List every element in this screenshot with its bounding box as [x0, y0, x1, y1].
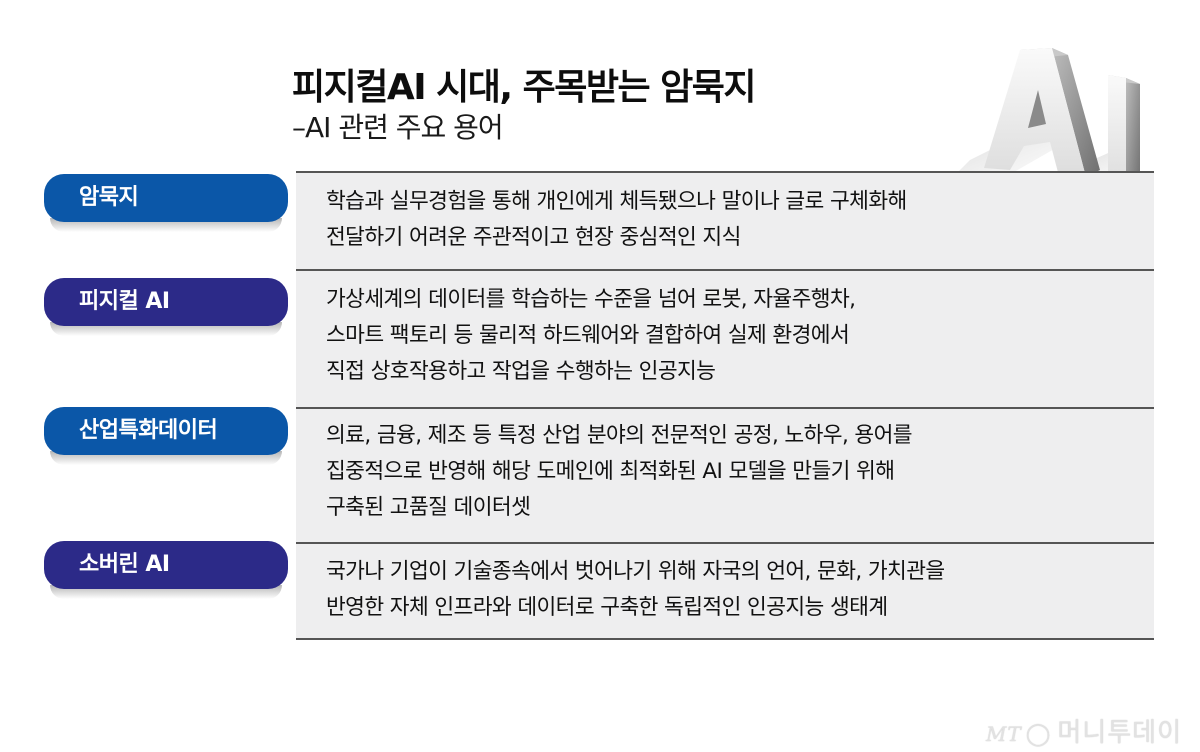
definition-line: 전달하기 어려운 주관적이고 현장 중심적인 지식 [326, 225, 741, 250]
row-divider [296, 542, 1154, 544]
term-label-pill: 소버린 AI [44, 541, 288, 589]
page-title: 피지컬AI 시대, 주목받는 암묵지 [292, 67, 756, 108]
row-divider [296, 407, 1154, 409]
watermark-mt: MT [985, 722, 1022, 746]
definition-line: 반영한 자체 인프라와 데이터로 구축한 독립적인 인공지능 생태계 [326, 595, 888, 620]
term-label-pill: 피지컬 AI [44, 278, 288, 326]
term-row-tacit-knowledge: 암묵지 [44, 174, 288, 234]
term-label-pill: 산업특화데이터 [44, 407, 288, 455]
definition-line: 구축된 고품질 데이터셋 [326, 495, 531, 520]
watermark-name: 머니투데이 [1057, 718, 1182, 748]
term-row-sovereign-ai: 소버린 AI [44, 541, 288, 601]
definition-line: 국가나 기업이 기술종속에서 벗어나기 위해 자국의 언어, 문화, 가치관을 [326, 559, 945, 584]
watermark-circle-icon: ◯ [1025, 722, 1052, 747]
ai-3d-logo-icon [950, 48, 1140, 180]
definition-line: 가상세계의 데이터를 학습하는 수준을 넘어 로봇, 자율주행차, [326, 287, 856, 312]
watermark-logo: MT◯머니투데이 [986, 712, 1182, 749]
term-definition: 의료, 금융, 제조 등 특정 산업 분야의 전문적인 공정, 노하우, 용어를… [326, 418, 913, 526]
page-subtitle: –AI 관련 주요 용어 [292, 111, 504, 144]
row-divider [296, 638, 1154, 640]
definition-line: 집중적으로 반영해 해당 도메인에 최적화된 AI 모델을 만들기 위해 [326, 459, 895, 484]
definitions-panel [296, 172, 1154, 639]
definition-line: 직접 상호작용하고 작업을 수행하는 인공지능 [326, 359, 716, 384]
term-label-pill: 암묵지 [44, 174, 288, 222]
definition-line: 의료, 금융, 제조 등 특정 산업 분야의 전문적인 공정, 노하우, 용어를 [326, 423, 913, 448]
definition-line: 스마트 팩토리 등 물리적 하드웨어와 결합하여 실제 환경에서 [326, 323, 850, 348]
term-row-physical-ai: 피지컬 AI [44, 278, 288, 338]
row-divider [296, 171, 1154, 173]
definition-line: 학습과 실무경험을 통해 개인에게 체득됐으나 말이나 글로 구체화해 [326, 189, 907, 214]
row-divider [296, 269, 1154, 271]
term-definition: 가상세계의 데이터를 학습하는 수준을 넘어 로봇, 자율주행차, 스마트 팩토리… [326, 282, 856, 390]
term-row-industry-data: 산업특화데이터 [44, 407, 288, 467]
